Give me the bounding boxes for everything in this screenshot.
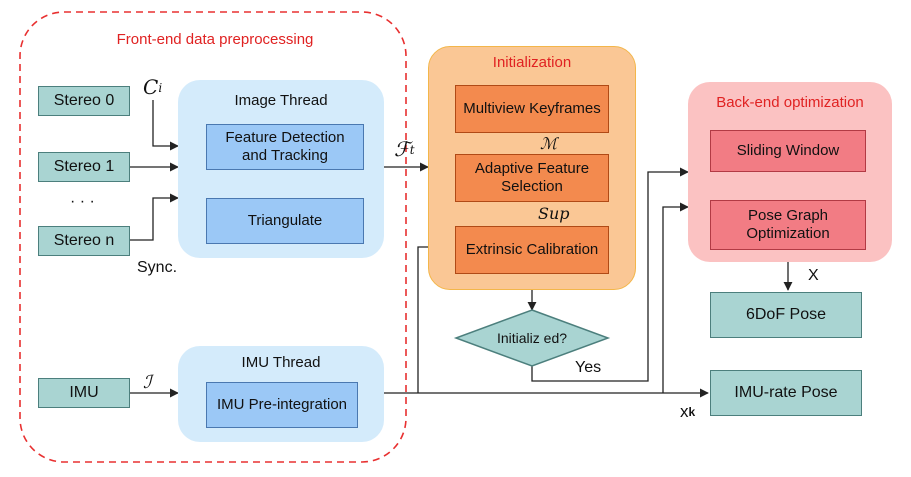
sup-symbol: Sup [538,203,570,223]
imu-thread-title: IMU Thread [241,354,321,372]
sync-label: Sync. [137,258,178,276]
extrinsic-calibration-box: Extrinsic Calibration [455,226,609,274]
imu-box: IMU [38,378,130,408]
triangulate-box: Triangulate [206,198,364,244]
6dof-pose-box: 6DoF Pose [710,292,862,338]
frontend-title: Front-end data preprocessing [116,31,314,49]
arrow-stereo0 [152,100,179,151]
initialization-title: Initialization [492,54,572,72]
stereo-0-box: Stereo 0 [38,86,130,116]
feature-detection-box: Feature Detection and Tracking [206,124,364,170]
image-thread-title: Image Thread [234,92,328,110]
yes-label: Yes [575,358,602,376]
arrow-stereon [130,193,179,241]
sliding-window-box: Sliding Window [710,130,866,172]
arrow-yes-backend [531,167,689,382]
decision-diamond [453,309,611,367]
adaptive-feature-selection-box: Adaptive Feature Selection [455,154,609,202]
imu-preintegration-box: IMU Pre-integration [206,382,358,428]
pose-graph-optimization-box: Pose Graph Optimization [710,200,866,250]
decision-label: Initializ ed? [496,329,568,346]
imu-rate-pose-box: IMU-rate Pose [710,370,862,416]
frontend-boundary [19,11,407,463]
stereo-n-box: Stereo n [38,226,130,256]
stereo-ellipsis: · · · [70,192,95,210]
x-output-label: X [808,266,819,284]
m-symbol: ℳ [540,133,558,153]
multiview-keyframes-box: Multiview Keyframes [455,85,609,133]
stereo-1-box: Stereo 1 [38,152,130,182]
backend-title: Back-end optimization [716,94,864,112]
imu-symbol: ℐ [143,372,152,394]
arrow-imu-backend [662,202,689,393]
